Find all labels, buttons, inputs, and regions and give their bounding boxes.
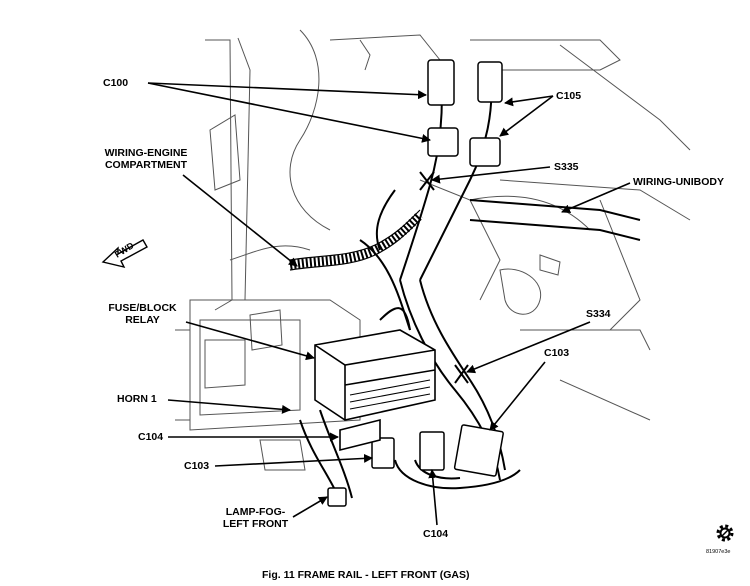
splice-marks	[419, 171, 469, 384]
gear-icon	[716, 524, 734, 542]
c104-left-label: C104	[138, 431, 164, 443]
c103-right-label: C103	[544, 347, 570, 359]
wiring-engine-label-line1: WIRING-ENGINE	[104, 147, 188, 159]
engine-bay-sketch	[175, 29, 691, 471]
wiring-unibody-label: WIRING-UNIBODY	[633, 176, 724, 188]
conduit-sketch	[289, 211, 424, 270]
fuse-block-label-line1: FUSE/BLOCK	[108, 302, 177, 314]
lamp-fog-label-line1: LAMP-FOG-	[225, 506, 286, 518]
c103-left-label: C103	[184, 460, 210, 472]
horn-label: HORN 1	[117, 393, 157, 405]
fwd-arrow-icon	[101, 239, 148, 269]
callout-leaders	[147, 82, 631, 526]
connector-sketches	[327, 59, 504, 507]
s335-label: S335	[554, 161, 579, 173]
c105-label: C105	[556, 90, 582, 102]
wiring-engine-label-line2: COMPARTMENT	[104, 159, 188, 171]
figure-caption: Fig. 11 FRAME RAIL - LEFT FRONT (GAS)	[262, 569, 470, 581]
s334-label: S334	[586, 308, 611, 320]
fuse-block-relay-sketch	[314, 329, 436, 452]
lamp-fog-label-line2: LEFT FRONT	[222, 518, 289, 530]
figure-code: 81907e3e	[706, 549, 731, 555]
fuse-block-label-line2: RELAY	[125, 314, 160, 326]
c100-label: C100	[103, 77, 129, 89]
c104-bottom-label: C104	[423, 528, 449, 540]
